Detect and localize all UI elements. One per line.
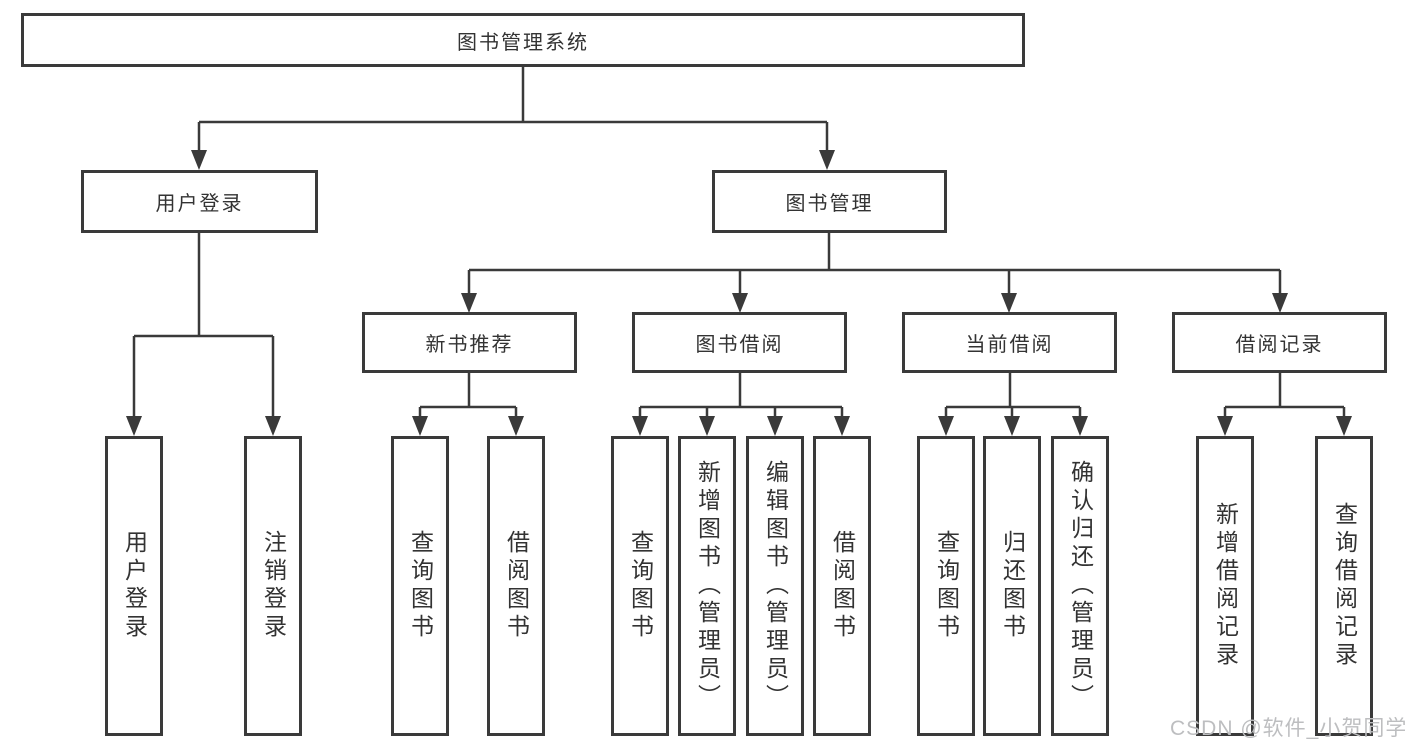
- leaf-borrow-books-borrowing: 借阅图书: [813, 436, 871, 736]
- node-root-label: 图书管理系统: [457, 31, 589, 54]
- connector-user-login-children: [132, 233, 275, 420]
- node-borrowing-records-label: 借阅记录: [1235, 334, 1324, 356]
- leaf-query-books-borrowing: 查询图书: [611, 436, 669, 736]
- connector-book-management-children: [467, 233, 1282, 297]
- node-book-management: 图书管理: [712, 170, 947, 233]
- leaf-edit-books-admin: 编辑图书（管理员）: [746, 436, 804, 736]
- leaf-query-books-borrowing-label: 查询图书: [627, 530, 654, 642]
- leaf-query-books-recommend: 查询图书: [391, 436, 449, 736]
- leaf-return-books-label: 归还图书: [999, 530, 1026, 642]
- node-book-borrowing-label: 图书借阅: [695, 334, 784, 356]
- leaf-add-borrow-record: 新增借阅记录: [1196, 436, 1254, 736]
- leaf-query-books-current-label: 查询图书: [933, 530, 960, 642]
- node-root: 图书管理系统: [21, 13, 1025, 67]
- node-new-book-recommendation-label: 新书推荐: [425, 334, 514, 356]
- connector-current-borrowing-children: [944, 373, 1082, 420]
- watermark: CSDN @软件_小贺同学: [1170, 717, 1405, 740]
- leaf-borrow-books-recommend-label: 借阅图书: [503, 530, 530, 642]
- connector-borrowing-records-children: [1223, 373, 1346, 420]
- node-book-management-label: 图书管理: [785, 193, 874, 215]
- leaf-confirm-return-admin: 确认归还（管理员）: [1051, 436, 1109, 736]
- leaf-add-borrow-record-label: 新增借阅记录: [1212, 502, 1239, 670]
- connector-new-book-recommendation-children: [418, 373, 518, 420]
- leaf-logout: 注销登录: [244, 436, 302, 736]
- node-new-book-recommendation: 新书推荐: [362, 312, 577, 373]
- leaf-add-books-admin-label: 新增图书（管理员）: [694, 460, 721, 712]
- leaf-borrow-books-borrowing-label: 借阅图书: [829, 530, 856, 642]
- connector-root-to-level2: [197, 67, 829, 154]
- node-current-borrowing-label: 当前借阅: [965, 334, 1054, 356]
- node-borrowing-records: 借阅记录: [1172, 312, 1387, 373]
- leaf-query-books-current: 查询图书: [917, 436, 975, 736]
- node-book-borrowing: 图书借阅: [632, 312, 847, 373]
- node-user-login-label: 用户登录: [155, 193, 244, 215]
- leaf-confirm-return-admin-label: 确认归还（管理员）: [1067, 460, 1094, 712]
- leaf-logout-label: 注销登录: [260, 530, 287, 642]
- leaf-add-books-admin: 新增图书（管理员）: [678, 436, 736, 736]
- leaf-query-books-recommend-label: 查询图书: [407, 530, 434, 642]
- leaf-edit-books-admin-label: 编辑图书（管理员）: [762, 460, 789, 712]
- connector-book-borrowing-children: [638, 373, 844, 420]
- arrowheads: [126, 150, 1352, 436]
- leaf-user-login: 用户登录: [105, 436, 163, 736]
- leaf-borrow-books-recommend: 借阅图书: [487, 436, 545, 736]
- leaf-user-login-label: 用户登录: [121, 530, 148, 642]
- node-user-login: 用户登录: [81, 170, 318, 233]
- leaf-return-books: 归还图书: [983, 436, 1041, 736]
- leaf-query-borrow-record: 查询借阅记录: [1315, 436, 1373, 736]
- leaf-query-borrow-record-label: 查询借阅记录: [1331, 502, 1358, 670]
- node-current-borrowing: 当前借阅: [902, 312, 1117, 373]
